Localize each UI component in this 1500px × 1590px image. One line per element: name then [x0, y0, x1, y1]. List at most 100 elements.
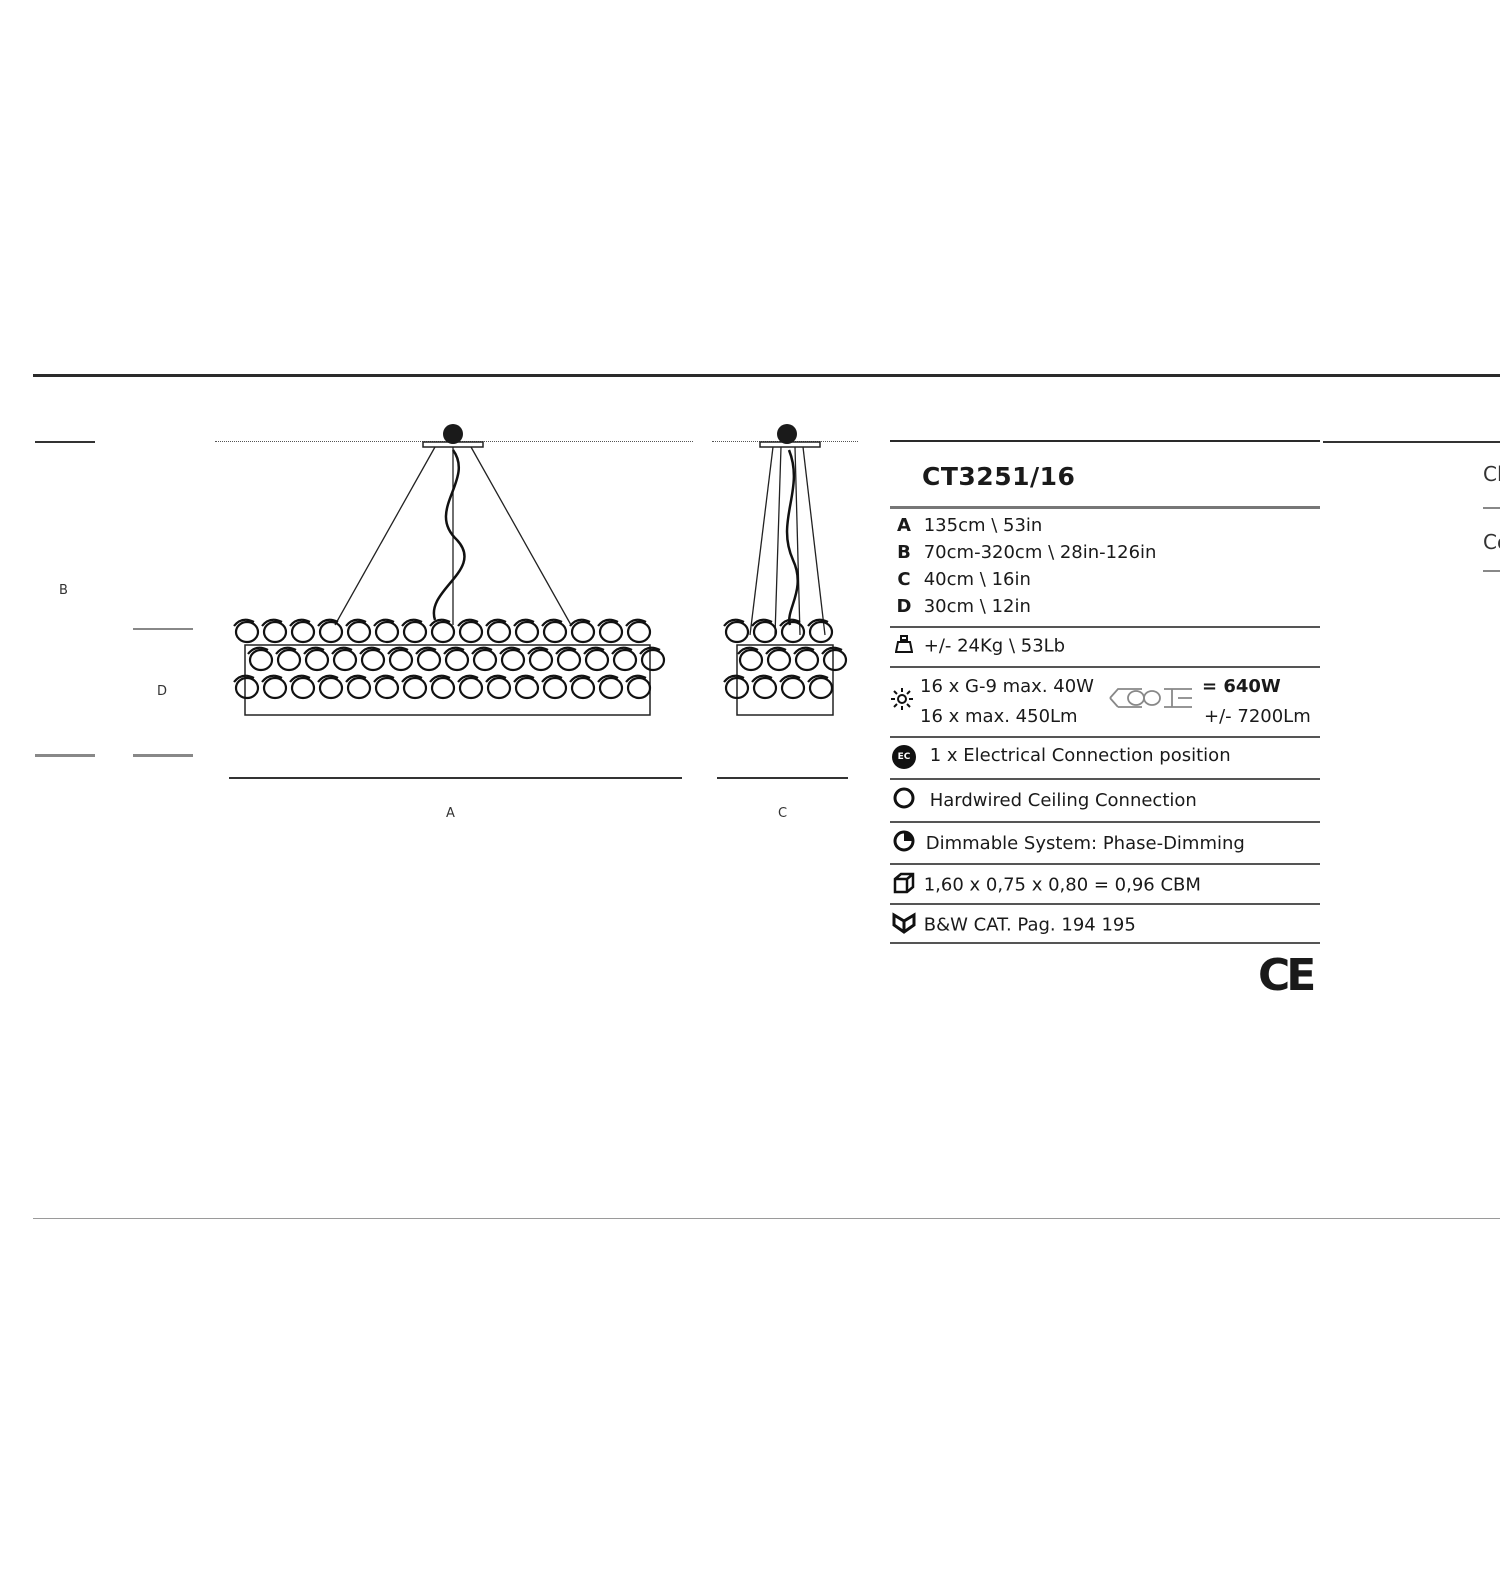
dimension-key: C: [897, 569, 911, 590]
crystal-leaf: [401, 618, 423, 627]
crystal-leaf: [541, 618, 563, 627]
crystal-leaf: [765, 646, 787, 655]
crystal-leaf: [429, 618, 451, 627]
crystal-ring: [458, 676, 484, 700]
product-code: CT3251/16: [922, 462, 1076, 491]
crystal-leaf: [611, 646, 633, 655]
crystal-leaf: [289, 674, 311, 683]
crystal-leaf: [751, 674, 773, 683]
crystal-leaf: [737, 646, 759, 655]
crystal-leaf: [597, 618, 619, 627]
crystal-leaf: [485, 674, 507, 683]
crystal-leaf: [821, 646, 843, 655]
crystal-leaf: [807, 618, 829, 627]
crystal-leaf: [583, 646, 605, 655]
electrical-row: EC 1 x Electrical Connection position: [890, 743, 1231, 769]
crystal-ring: [332, 648, 358, 672]
right-fragment-rule-1: [1483, 507, 1500, 509]
crystal-ring: [430, 676, 456, 700]
crystal-leaf: [443, 646, 465, 655]
ec-badge-icon: EC: [890, 743, 918, 769]
crystal-ring: [360, 648, 386, 672]
d-top-tick: [133, 628, 193, 630]
total-lumen: +/- 7200Lm: [1204, 706, 1311, 727]
spec-top-rule: [890, 440, 1320, 442]
crystal-ring: [290, 620, 316, 644]
crystal-leaf: [779, 674, 801, 683]
spec-rule-4: [890, 736, 1320, 738]
crystal-leaf: [779, 618, 801, 627]
crystal-ring: [584, 648, 610, 672]
volume-value: 1,60 x 0,75 x 0,80 = 0,96 CBM: [923, 874, 1201, 896]
crystal-leaf: [373, 618, 395, 627]
crystal-ring: [780, 676, 806, 700]
weight-value: +/- 24Kg \ 53Lb: [923, 635, 1066, 657]
crystal-ring: [318, 676, 344, 700]
crystal-ring: [626, 676, 652, 700]
crystal-leaf: [723, 618, 745, 627]
electrical-value: 1 x Electrical Connection position: [929, 745, 1231, 766]
crystal-ring: [514, 620, 540, 644]
ceiling-value: Hardwired Ceiling Connection: [929, 789, 1197, 811]
crystal-ring: [612, 648, 638, 672]
crystal-ring: [724, 676, 750, 700]
crystal-ring: [430, 620, 456, 644]
spec-rule-2: [890, 626, 1320, 628]
crystal-leaf: [261, 674, 283, 683]
crystal-ring: [724, 620, 750, 644]
crystal-leaf: [429, 674, 451, 683]
crystal-ring: [570, 676, 596, 700]
crystal-leaf: [415, 646, 437, 655]
crystal-ring: [780, 620, 806, 644]
crystal-leaf: [373, 674, 395, 683]
crystal-leaf: [345, 618, 367, 627]
dimension-row-c: C 40cm \ 16in: [890, 569, 1031, 590]
crystal-ring: [388, 648, 414, 672]
crystal-ring: [374, 676, 400, 700]
dimension-key: D: [896, 596, 912, 617]
crystal-ring: [262, 620, 288, 644]
crystal-ring: [416, 648, 442, 672]
crystal-leaf: [527, 646, 549, 655]
dimension-row-a: A 135cm \ 53in: [890, 515, 1042, 536]
crystal-leaf: [233, 674, 255, 683]
a-dimension-line: [229, 777, 682, 779]
light-sun-icon: [890, 687, 914, 715]
crystal-leaf: [569, 674, 591, 683]
crystal-leaf: [317, 674, 339, 683]
crystal-ring: [248, 648, 274, 672]
spec-rule-7: [890, 863, 1320, 865]
catalog-row: B&W CAT. Pag. 194 195: [890, 912, 1136, 939]
crystal-leaf: [541, 674, 563, 683]
right-fragment-1: Cl: [1483, 462, 1500, 486]
catalog-value: B&W CAT. Pag. 194 195: [923, 914, 1136, 936]
crystal-ring: [542, 676, 568, 700]
crystal-leaf: [471, 646, 493, 655]
crystal-ring: [570, 620, 596, 644]
crystal-leaf: [597, 674, 619, 683]
crystal-ring: [402, 676, 428, 700]
crystal-ring: [528, 648, 554, 672]
crystal-ring: [752, 620, 778, 644]
crystal-leaf: [317, 618, 339, 627]
dimmer-icon: [890, 829, 918, 858]
bottom-rule: [33, 1218, 1500, 1219]
spec-rule-1: [890, 506, 1320, 509]
bulbs-line: 16 x G-9 max. 40W: [920, 676, 1094, 697]
dimmable-row: Dimmable System: Phase-Dimming: [890, 829, 1245, 858]
g9-bulb-icon: [1108, 685, 1194, 715]
crystal-leaf: [247, 646, 269, 655]
crystal-ring: [598, 676, 624, 700]
crystal-leaf: [331, 646, 353, 655]
ec-badge-text: EC: [892, 745, 916, 769]
volume-row: 1,60 x 0,75 x 0,80 = 0,96 CBM: [890, 872, 1201, 899]
crystal-leaf: [401, 674, 423, 683]
crystal-ring: [374, 620, 400, 644]
crystal-ring: [472, 648, 498, 672]
crystal-ring: [486, 620, 512, 644]
ce-mark: CE: [1258, 950, 1316, 1001]
crystal-ring: [276, 648, 302, 672]
d-bottom-tick: [133, 754, 193, 757]
crystal-leaf: [625, 618, 647, 627]
spec-rule-8: [890, 903, 1320, 905]
